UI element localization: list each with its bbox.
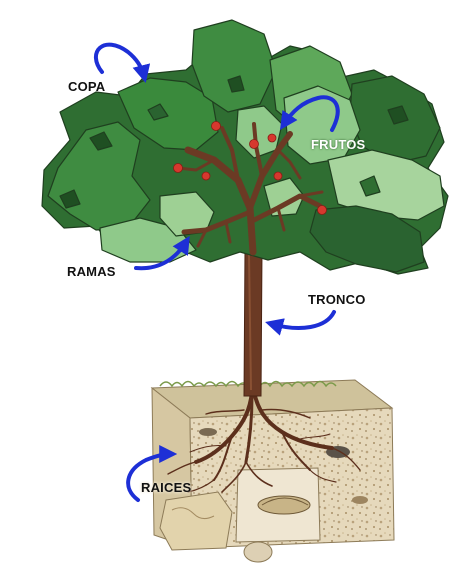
fruit-dot-icon	[318, 206, 327, 215]
fruit-dot-icon	[268, 134, 276, 142]
fruit-dot-icon	[174, 164, 183, 173]
label-frutos: FRUTOS	[311, 137, 365, 152]
label-raices: RAICES	[141, 480, 191, 495]
curved-arrow-icon	[272, 312, 334, 328]
label-tronco: TRONCO	[308, 292, 366, 307]
label-copa: COPA	[68, 79, 105, 94]
fruit-dot-icon	[274, 172, 282, 180]
fruit-dot-icon	[202, 172, 210, 180]
canopy	[42, 20, 448, 274]
fruit-dot-icon	[212, 122, 221, 131]
curved-arrow-icon	[96, 45, 144, 76]
soil-block	[152, 380, 394, 562]
trunk	[244, 250, 262, 396]
label-ramas: RAMAS	[67, 264, 116, 279]
fruit-dot-icon	[250, 140, 259, 149]
